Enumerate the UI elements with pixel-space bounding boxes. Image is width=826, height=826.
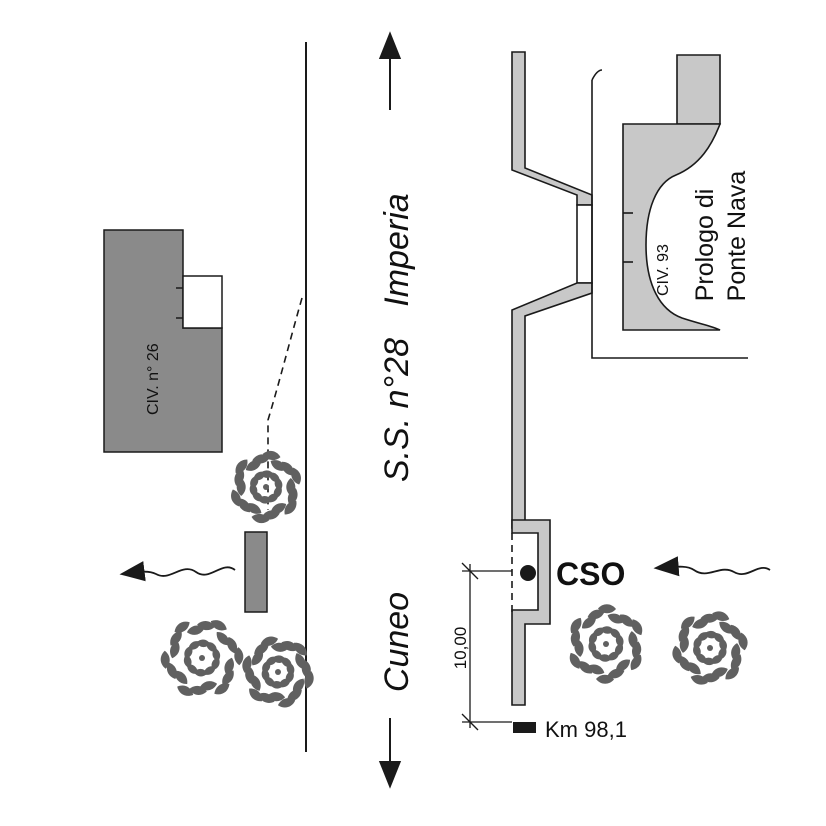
direction-label-south: Cuneo — [378, 592, 416, 692]
civ-93-label: CIV. 93 — [655, 244, 672, 296]
tree-icon — [242, 636, 314, 708]
dashed-path — [267, 297, 303, 510]
km-marker-block — [513, 722, 536, 733]
road-edge-right — [511, 51, 593, 706]
tree-icon — [160, 620, 244, 696]
building-name-line1: Prologo di — [691, 189, 719, 302]
direction-label-north: Imperia — [378, 193, 416, 306]
small-structure — [244, 531, 268, 613]
building-civ-26 — [103, 229, 223, 453]
building-name-line2: Ponte Nava — [723, 171, 751, 302]
flow-arrow-right — [653, 556, 771, 577]
road-name-label: S.S. n°28 — [378, 338, 416, 482]
tree-icon — [231, 450, 301, 524]
distance-label: 10,00 — [451, 627, 470, 670]
civ-26-label: CIV. n° 26 — [145, 343, 162, 415]
tree-icon — [569, 604, 643, 684]
trees — [160, 450, 748, 708]
cso-label: CSO — [556, 556, 625, 592]
tree-icon — [672, 611, 748, 685]
cso-point — [520, 565, 536, 581]
building-civ-93 — [591, 54, 748, 359]
flow-arrow-left — [119, 561, 236, 582]
km-marker-label: Km 98,1 — [545, 717, 627, 742]
dimension-line — [461, 562, 512, 731]
